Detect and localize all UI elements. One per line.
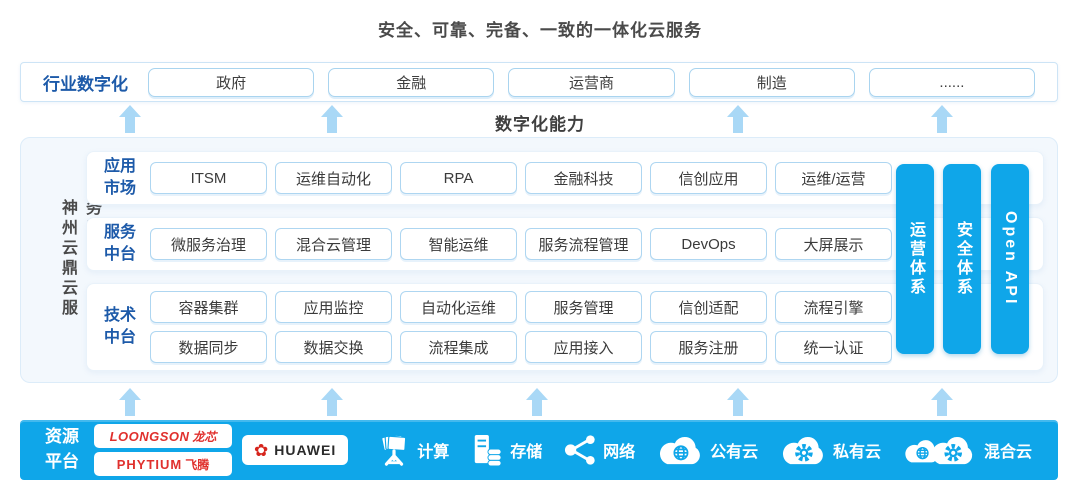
section-label: 服务中台 (103, 224, 136, 263)
platform-item: 微服务治理 (150, 228, 267, 260)
resource-item-compute: 计算 (378, 432, 449, 467)
up-arrow-icon (727, 105, 749, 133)
pillar-operation-system: 运营体系 (896, 164, 934, 354)
resource-item-network: 网络 (563, 433, 635, 467)
up-arrow-icon (119, 388, 141, 416)
platform-item: 信创适配 (650, 291, 767, 323)
section-label: 应用市场 (103, 158, 136, 197)
industry-item-operator: 运营商 (508, 67, 675, 97)
resource-item-public-cloud: 公有云 (657, 433, 758, 467)
up-arrow-icon (931, 388, 953, 416)
platform-item: DevOps (650, 228, 767, 260)
up-arrow-icon (321, 388, 343, 416)
huawei-flower-icon: ✿ (254, 440, 269, 460)
platform-item: 数据交换 (275, 331, 392, 363)
platform-item: 应用接入 (525, 331, 642, 363)
industry-item-manufacturing: 制造 (688, 67, 855, 97)
section-label: 技术中台 (103, 307, 136, 346)
platform-item: 服务注册 (650, 331, 767, 363)
vendor-logos: LOONGSON 龙芯 PHYTIUM 飞腾 (94, 424, 232, 476)
industry-row: 行业数字化 政府 金融 运营商 制造 ...... (20, 62, 1058, 102)
industry-item-finance: 金融 (328, 67, 495, 97)
platform-item: 大屏展示 (775, 228, 892, 260)
resource-items: 计算 存储 网络 公有云 (378, 432, 1032, 467)
industry-items: 政府 金融 运营商 制造 ...... (148, 67, 1036, 97)
platform-panel: 神州云鼎云服务平台 应用市场 ITSM 运维自动化 RPA 金融科技 信创应用 … (20, 137, 1058, 383)
compute-icon (378, 432, 410, 467)
platform-item: RPA (400, 162, 517, 194)
platform-item: 服务流程管理 (525, 228, 642, 260)
resource-bar-label: 资源平台 (45, 427, 79, 471)
section-card-app-market: 应用市场 ITSM 运维自动化 RPA 金融科技 信创应用 运维/运营 (86, 151, 1044, 205)
storage-icon (471, 433, 503, 467)
resource-bar: 资源平台 LOONGSON 龙芯 PHYTIUM 飞腾 ✿ HUAWEI 计算 … (20, 420, 1058, 480)
platform-item: 数据同步 (150, 331, 267, 363)
section-card-tech: 技术中台 容器集群 应用监控 自动化运维 服务管理 信创适配 流程引擎 数据同步… (86, 283, 1044, 371)
industry-row-label: 行业数字化 (43, 74, 128, 94)
platform-item: ITSM (150, 162, 267, 194)
platform-item: 自动化运维 (400, 291, 517, 323)
platform-item: 统一认证 (775, 331, 892, 363)
platform-item: 运维/运营 (775, 162, 892, 194)
platform-item: 容器集群 (150, 291, 267, 323)
industry-item-more: ...... (868, 67, 1036, 97)
phytium-logo: PHYTIUM 飞腾 (94, 452, 232, 476)
platform-item: 流程引擎 (775, 291, 892, 323)
private-cloud-icon (780, 433, 826, 467)
up-arrow-icon (526, 388, 548, 416)
pillar-security-system: 安全体系 (943, 164, 981, 354)
up-arrow-icon (931, 105, 953, 133)
resource-item-hybrid-cloud: 混合云 (903, 433, 1032, 467)
public-cloud-icon (657, 433, 703, 467)
platform-item: 服务管理 (525, 291, 642, 323)
pillar-open-api: Open API (991, 164, 1029, 354)
platform-item: 信创应用 (650, 162, 767, 194)
platform-item: 混合云管理 (275, 228, 392, 260)
digital-capability-label: 数字化能力 (495, 115, 585, 134)
platform-item: 流程集成 (400, 331, 517, 363)
huawei-logo: ✿ HUAWEI (242, 435, 349, 465)
network-icon (563, 433, 597, 467)
up-arrow-icon (727, 388, 749, 416)
resource-item-storage: 存储 (471, 433, 542, 467)
loongson-logo: LOONGSON 龙芯 (94, 424, 232, 448)
platform-item: 金融科技 (525, 162, 642, 194)
platform-item: 智能运维 (400, 228, 517, 260)
section-card-service: 服务中台 微服务治理 混合云管理 智能运维 服务流程管理 DevOps 大屏展示 (86, 217, 1044, 271)
hybrid-cloud-icon (903, 433, 977, 467)
platform-item: 运维自动化 (275, 162, 392, 194)
resource-item-private-cloud: 私有云 (780, 433, 881, 467)
industry-item-government: 政府 (148, 67, 315, 97)
platform-item: 应用监控 (275, 291, 392, 323)
page-title: 安全、可靠、完备、一致的一体化云服务 (378, 21, 702, 40)
